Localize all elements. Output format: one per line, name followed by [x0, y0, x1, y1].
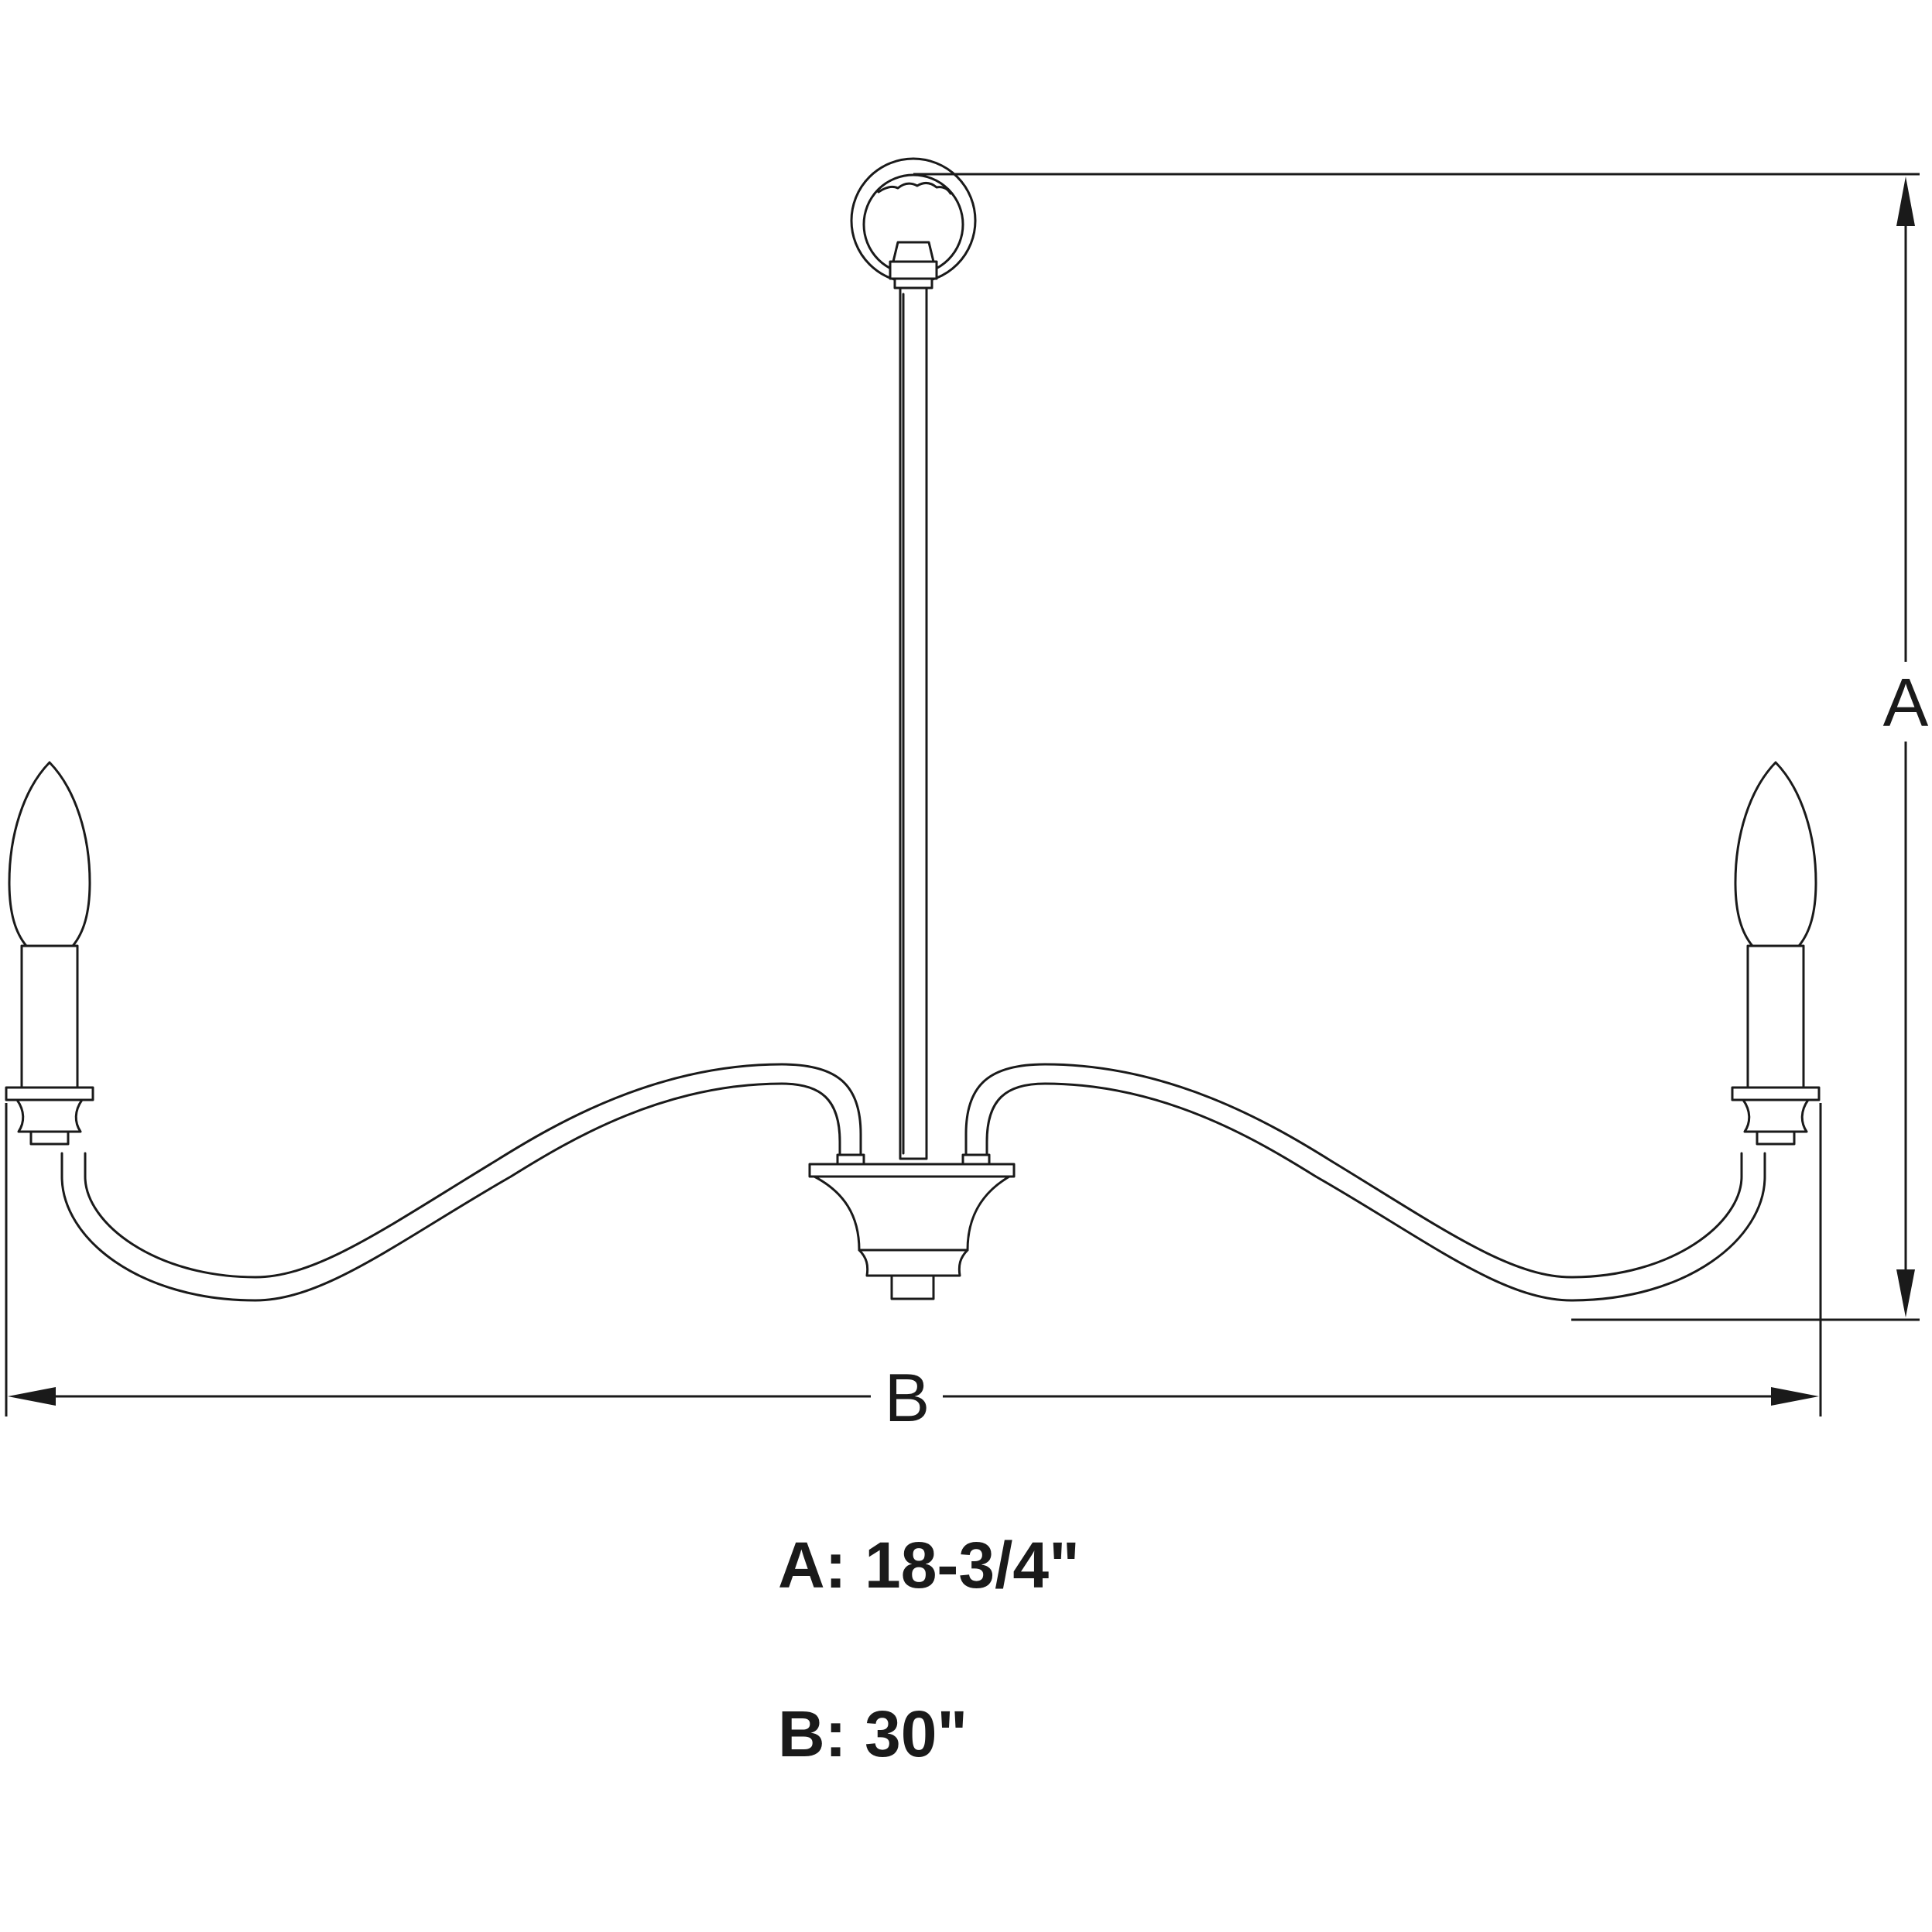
center-body [808, 1163, 1016, 1300]
center-stem [899, 286, 928, 1160]
arrow-up-icon [1896, 176, 1915, 226]
left-candle [5, 761, 94, 1146]
right-candle [1731, 761, 1821, 1146]
spec-a-value: A: 18-3/4" [778, 1529, 1080, 1601]
dimension-b-letter: B [885, 1359, 930, 1436]
top-cap [889, 241, 938, 289]
spec-b-value: B: 30" [778, 1697, 968, 1770]
left-arm [60, 1063, 865, 1302]
right-arm [961, 1063, 1766, 1302]
arrow-left-icon [8, 1387, 56, 1406]
dimension-a: A [913, 173, 1929, 1321]
dimension-a-letter: A [1883, 664, 1929, 741]
arrow-right-icon [1771, 1387, 1819, 1406]
left-bulb-icon [8, 761, 91, 947]
right-bulb-icon [1734, 761, 1817, 947]
arrow-down-icon [1896, 1269, 1915, 1317]
dimension-b: B [5, 1103, 1822, 1436]
